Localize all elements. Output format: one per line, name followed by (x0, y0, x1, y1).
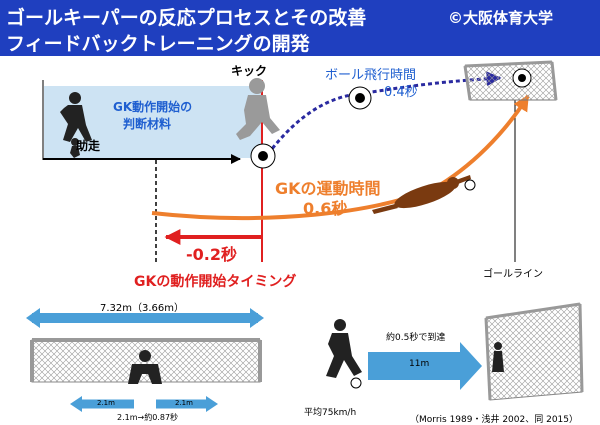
goal-line-label: ゴールライン (483, 269, 543, 280)
title-line-1: ゴールキーパーの反応プロセスとその改善 (6, 7, 367, 29)
arrival-label: 約0.5秒で到達 (386, 333, 446, 343)
diving-keeper-icon (372, 175, 471, 214)
title-line-2: フィードバックトレーニングの開発 (6, 33, 310, 55)
runner-icon (70, 138, 80, 158)
penalty-kicker-icon (326, 319, 362, 378)
ball-flight-label: ボール飛行時間 (325, 68, 417, 83)
ball-icon (350, 377, 362, 389)
reach-right-label: 2.1m (175, 399, 193, 407)
offset-label: -0.2秒 (186, 245, 237, 264)
goal-width-arrow-head-left (26, 308, 40, 328)
goal-net-icon (463, 60, 558, 101)
reach-left-label: 2.1m (97, 399, 115, 407)
kick-label: キック (231, 64, 268, 78)
credit: ©大阪体育大学 (448, 9, 554, 27)
ball-icon (512, 68, 532, 88)
approach-label: 助走 (76, 139, 101, 153)
gk-timing-label: GKの動作開始タイミング (134, 274, 297, 290)
gk-silhouette-icon (60, 92, 92, 142)
ball-icon (348, 86, 372, 110)
distance-label: 11m (409, 359, 430, 369)
ball-icon (464, 179, 476, 191)
avg-speed-label: 平均75km/h (304, 408, 357, 418)
ball-flight-path (266, 71, 502, 155)
gk-silhouette-icon (492, 342, 504, 372)
ball-flight-value: 0.4秒 (384, 85, 418, 100)
ready-keeper-icon (128, 350, 162, 384)
gk-motion-value: 0.6秒 (303, 199, 348, 218)
gk-judgment-label-2: 判断材料 (123, 117, 172, 131)
reach-arrow-right-head (206, 396, 218, 412)
reach-note: 2.1m→約0.87秒 (117, 413, 179, 422)
gk-motion-label: GKの運動時間 (275, 179, 381, 198)
citation: （Morris 1989・浅井 2002、同 2015） (410, 415, 578, 425)
goal-width-label: 7.32m（3.66m） (100, 303, 185, 314)
goal-net-icon (484, 302, 584, 401)
gk-judgment-label-1: GK動作開始の (113, 100, 193, 114)
ball-icon (250, 143, 276, 169)
goal-width-arrow-head-right (250, 308, 264, 328)
title-banner: ゴールキーパーの反応プロセスとその改善 フィードバックトレーニングの開発 ©大阪… (0, 0, 600, 56)
reach-arrow-left-head (70, 396, 82, 412)
kicker-icon (236, 78, 280, 140)
distance-arrow (368, 342, 482, 390)
